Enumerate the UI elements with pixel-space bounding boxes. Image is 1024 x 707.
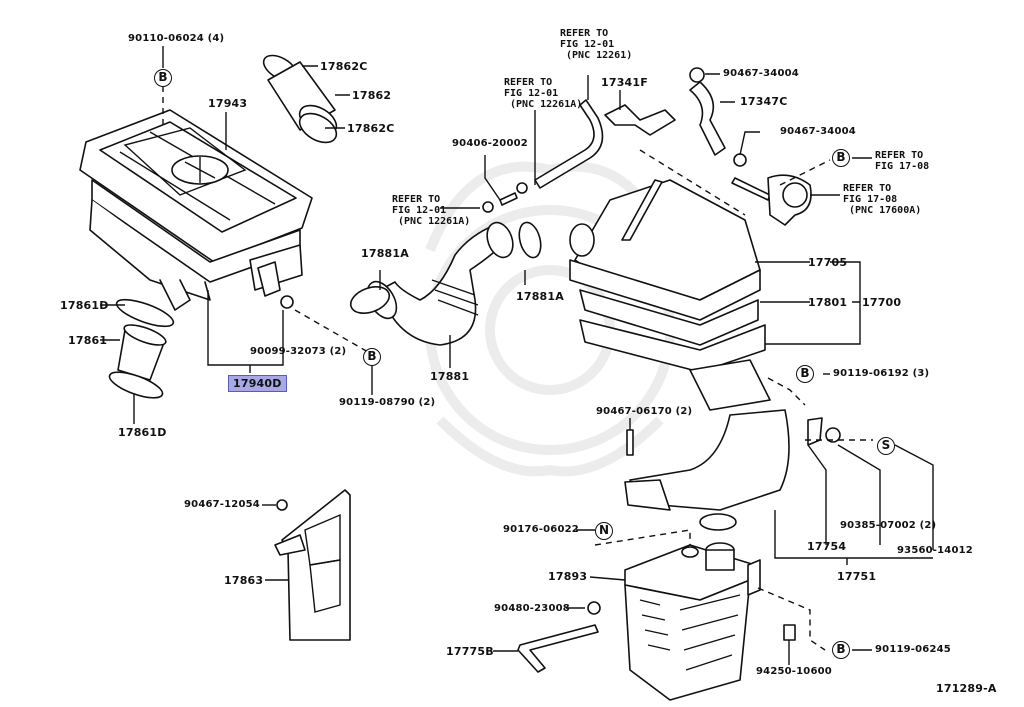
hose-17862-drawing bbox=[262, 54, 338, 144]
intake-hose-17881-drawing bbox=[349, 221, 542, 346]
part-label[interactable]: 90119-06192 (3) bbox=[833, 368, 930, 379]
upper-hoses-drawing bbox=[482, 67, 812, 226]
part-label[interactable]: 17347C bbox=[740, 95, 788, 108]
part-label[interactable]: 90467-12054 bbox=[184, 499, 260, 510]
part-label[interactable]: 17943 bbox=[208, 97, 248, 110]
figure-number: 171289-A bbox=[936, 682, 997, 695]
part-label[interactable]: 17893 bbox=[548, 570, 588, 583]
reference-note[interactable]: REFER TO FIG 17-08 (PNC 17600A) bbox=[843, 183, 922, 216]
part-label[interactable]: 90385-07002 (2) bbox=[840, 520, 937, 531]
part-label[interactable]: 17700 bbox=[862, 296, 902, 309]
part-label[interactable]: 17881 bbox=[430, 370, 470, 383]
part-label[interactable]: 17861D bbox=[118, 426, 167, 439]
marker-b: B bbox=[796, 365, 814, 383]
part-label[interactable]: 93560-14012 bbox=[897, 545, 973, 556]
marker-n: N bbox=[595, 522, 613, 540]
part-label[interactable]: 90119-06245 bbox=[875, 644, 951, 655]
reference-note[interactable]: REFER TO FIG 12-01 (PNC 12261A) bbox=[392, 194, 471, 227]
marker-b: B bbox=[154, 69, 172, 87]
bracket-17775b-drawing bbox=[517, 624, 599, 673]
marker-b: B bbox=[363, 348, 381, 366]
part-label[interactable]: 17861D bbox=[60, 299, 109, 312]
part-label[interactable]: 94250-10600 bbox=[756, 666, 832, 677]
resonator-drawing bbox=[587, 542, 796, 701]
part-label[interactable]: 90467-34004 bbox=[723, 68, 799, 79]
part-label[interactable]: 17705 bbox=[808, 256, 848, 269]
marker-b: B bbox=[832, 149, 850, 167]
part-label[interactable]: 17754 bbox=[807, 540, 847, 553]
marker-b: B bbox=[832, 641, 850, 659]
part-label[interactable]: 17861 bbox=[68, 334, 108, 347]
part-label[interactable]: 17862C bbox=[347, 122, 395, 135]
part-label[interactable]: 90480-23008 bbox=[494, 603, 570, 614]
plate-17863-drawing bbox=[274, 489, 351, 641]
marker-s: S bbox=[877, 437, 895, 455]
part-label[interactable]: 90176-06022 bbox=[503, 524, 579, 535]
part-label-highlighted[interactable]: 17940D bbox=[228, 375, 287, 392]
part-label[interactable]: 90119-08790 (2) bbox=[339, 397, 436, 408]
part-label[interactable]: 17801 bbox=[808, 296, 848, 309]
part-label[interactable]: 17862C bbox=[320, 60, 368, 73]
part-label[interactable]: 17863 bbox=[224, 574, 264, 587]
leader-lines bbox=[100, 46, 934, 665]
part-label[interactable]: 17862 bbox=[352, 89, 392, 102]
part-label[interactable]: 17881A bbox=[516, 290, 564, 303]
air-cleaner-case-drawing bbox=[569, 179, 771, 411]
part-label[interactable]: 90099-32073 (2) bbox=[250, 346, 347, 357]
part-label[interactable]: 90467-34004 bbox=[780, 126, 856, 137]
part-label[interactable]: 90467-06170 (2) bbox=[596, 406, 693, 417]
part-label[interactable]: 90110-06024 (4) bbox=[128, 33, 225, 44]
part-label[interactable]: 17881A bbox=[361, 247, 409, 260]
reference-note[interactable]: REFER TO FIG 17-08 bbox=[875, 150, 930, 172]
part-label[interactable]: 90406-20002 bbox=[452, 138, 528, 149]
part-label[interactable]: 17775B bbox=[446, 645, 494, 658]
part-label[interactable]: 17751 bbox=[837, 570, 877, 583]
hose-17861-drawing bbox=[108, 298, 175, 399]
reference-note[interactable]: REFER TO FIG 12-01 (PNC 12261A) bbox=[504, 77, 583, 110]
inlet-duct-drawing bbox=[624, 409, 841, 531]
reference-note[interactable]: REFER TO FIG 12-01 (PNC 12261) bbox=[560, 28, 633, 61]
air-cleaner-cap-drawing bbox=[79, 109, 313, 311]
part-label[interactable]: 17341F bbox=[601, 76, 648, 89]
